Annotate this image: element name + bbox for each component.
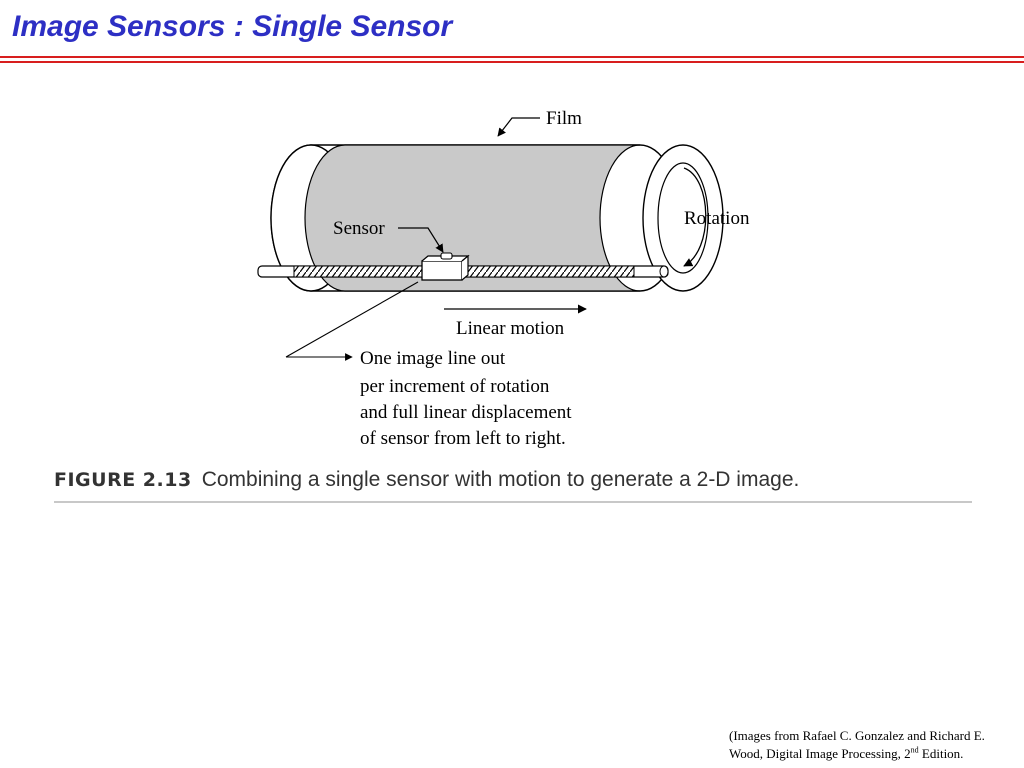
caption-rule [54, 501, 972, 503]
linear-motion-label: Linear motion [456, 318, 565, 339]
output-line-4: of sensor from left to right. [360, 428, 566, 449]
credit-line-1: (Images from Rafael C. Gonzalez and Rich… [729, 728, 985, 743]
output-line-3: and full linear displacement [360, 402, 572, 423]
figure-number: FIGURE 2.13 [54, 469, 192, 491]
credit-text-b: Edition. [918, 746, 964, 761]
image-credit: (Images from Rafael C. Gonzalez and Rich… [729, 727, 1019, 763]
output-line-2: per increment of rotation [360, 376, 550, 397]
rotation-label: Rotation [684, 208, 750, 229]
sensor-block [421, 252, 470, 281]
film-sheet [304, 144, 641, 292]
rotation-arrow-icon [683, 167, 707, 267]
film-leader-arrow [497, 117, 540, 137]
credit-line-2: Wood, Digital Image Processing, 2nd Edit… [729, 745, 1019, 763]
sensor-label: Sensor [333, 218, 385, 239]
title-rule-top [0, 56, 1024, 58]
output-description: One image line out per increment of rota… [360, 348, 572, 449]
output-line-1: One image line out [360, 348, 506, 369]
title-rule-bottom [0, 61, 1024, 63]
sensor-leader-arrow [398, 227, 444, 253]
figure-caption-text: Combining a single sensor with motion to… [201, 468, 800, 491]
figure-caption: FIGURE 2.13 Combining a single sensor wit… [54, 465, 984, 497]
output-leader-lines [285, 281, 419, 361]
drum-right-end [642, 144, 724, 292]
slide-title: Image Sensors : Single Sensor [12, 10, 453, 43]
credit-superscript: nd [910, 745, 919, 755]
credit-text-a: Wood, Digital Image Processing, 2 [729, 746, 911, 761]
film-label: Film [546, 108, 582, 129]
